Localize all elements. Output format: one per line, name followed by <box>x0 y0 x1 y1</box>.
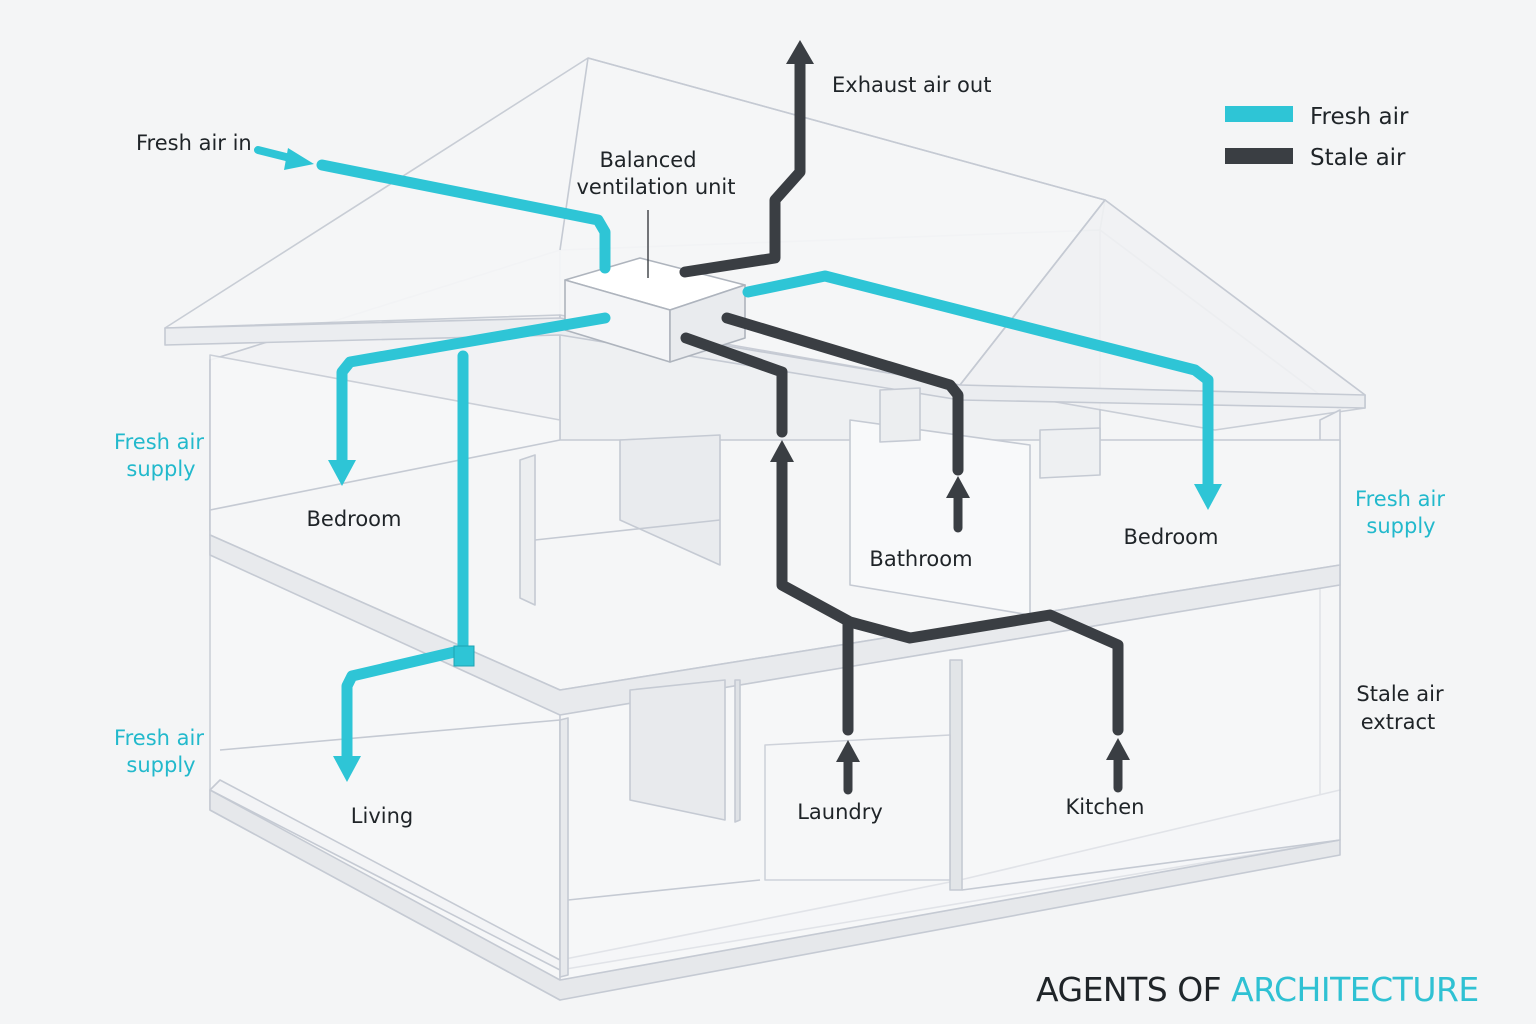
roof-ridge <box>587 57 1106 201</box>
bedroom-left-arrowhead <box>328 460 356 486</box>
stale-extract-line2: extract <box>1361 710 1436 734</box>
fresh-air-arrowheads <box>284 148 1222 782</box>
bathroom-extract-duct <box>721 312 964 476</box>
fresh-supply-upper-left-line1: Fresh air <box>114 430 204 454</box>
fresh-supply-lower-left-line2: supply <box>126 753 195 777</box>
stale-extract-line1: Stale air <box>1356 682 1444 706</box>
ground-inner-line-2 <box>567 879 761 901</box>
exhaust-arrowhead <box>786 40 814 64</box>
ground-partition-2 <box>629 679 726 821</box>
unit-label-line1: Balanced <box>599 148 696 172</box>
bedroom-right-arrowhead <box>1194 484 1222 510</box>
stale-air-arrowheads <box>770 40 1130 762</box>
fresh-intake-duct <box>316 159 611 274</box>
upper-partition-2 <box>619 434 721 566</box>
main-extract-arrowhead <box>770 440 794 462</box>
legend-fresh-label: Fresh air <box>1310 104 1409 130</box>
fresh-in-arrowhead <box>284 148 314 170</box>
left-supply-duct <box>336 312 611 468</box>
main-extract-duct <box>680 332 788 438</box>
laundry-arrowhead <box>836 740 860 762</box>
room-label-laundry: Laundry <box>797 800 883 824</box>
labels: Exhaust air out Fresh air in Balanced ve… <box>114 73 1445 828</box>
bathroom-arrowhead <box>946 476 970 498</box>
roof-hip <box>959 199 1106 386</box>
living-arrowhead <box>333 756 361 782</box>
kitchen-arrowhead <box>1106 738 1130 760</box>
room-label-bedroom-right: Bedroom <box>1124 525 1219 549</box>
stale-air-ducts <box>679 54 1124 795</box>
legend-stale-swatch <box>1225 148 1293 164</box>
fresh-supply-lower-left-line1: Fresh air <box>114 726 204 750</box>
upper-partition-3 <box>849 419 1031 616</box>
ground-partition-3 <box>734 679 741 823</box>
main-extract-riser <box>776 456 1124 736</box>
room-label-living: Living <box>351 804 413 828</box>
room-label-bathroom: Bathroom <box>869 547 972 571</box>
upper-partition-5 <box>1039 427 1101 479</box>
fresh-air-ducts <box>254 146 1214 764</box>
ground-partition-5 <box>764 734 951 881</box>
upper-inner-line <box>534 519 721 541</box>
unit-label-line2: ventilation unit <box>576 175 735 199</box>
house <box>164 57 1366 1001</box>
ground-inner-line-3 <box>961 839 1341 891</box>
fresh-in-arrow-shaft <box>254 146 294 162</box>
ground-partition-1 <box>559 717 569 978</box>
legend-stale-label: Stale air <box>1310 145 1406 171</box>
fresh-in-label: Fresh air in <box>136 131 252 155</box>
exhaust-out-label: Exhaust air out <box>832 73 991 97</box>
room-label-kitchen: Kitchen <box>1066 795 1145 819</box>
living-supply-duct <box>341 350 469 764</box>
living-duct-joint <box>453 645 475 667</box>
fresh-supply-right-line1: Fresh air <box>1355 487 1445 511</box>
brand-logo: AGENTS OF ARCHITECTURE <box>1036 970 1479 1009</box>
brand-part2: ARCHITECTURE <box>1231 970 1479 1009</box>
legend-fresh-swatch <box>1225 106 1293 122</box>
exhaust-duct <box>679 54 806 278</box>
brand-part1: AGENTS OF <box>1036 970 1222 1009</box>
legend: Fresh air Stale air <box>1225 104 1409 171</box>
fresh-supply-upper-left-line2: supply <box>126 457 195 481</box>
upper-partition-4 <box>879 387 921 443</box>
upper-partition-1 <box>519 454 536 606</box>
room-label-bedroom-left: Bedroom <box>307 507 402 531</box>
ground-partition-4 <box>949 659 963 891</box>
right-supply-duct <box>742 270 1214 492</box>
ground-inner-line-1 <box>219 719 561 751</box>
fresh-supply-right-line2: supply <box>1366 514 1435 538</box>
